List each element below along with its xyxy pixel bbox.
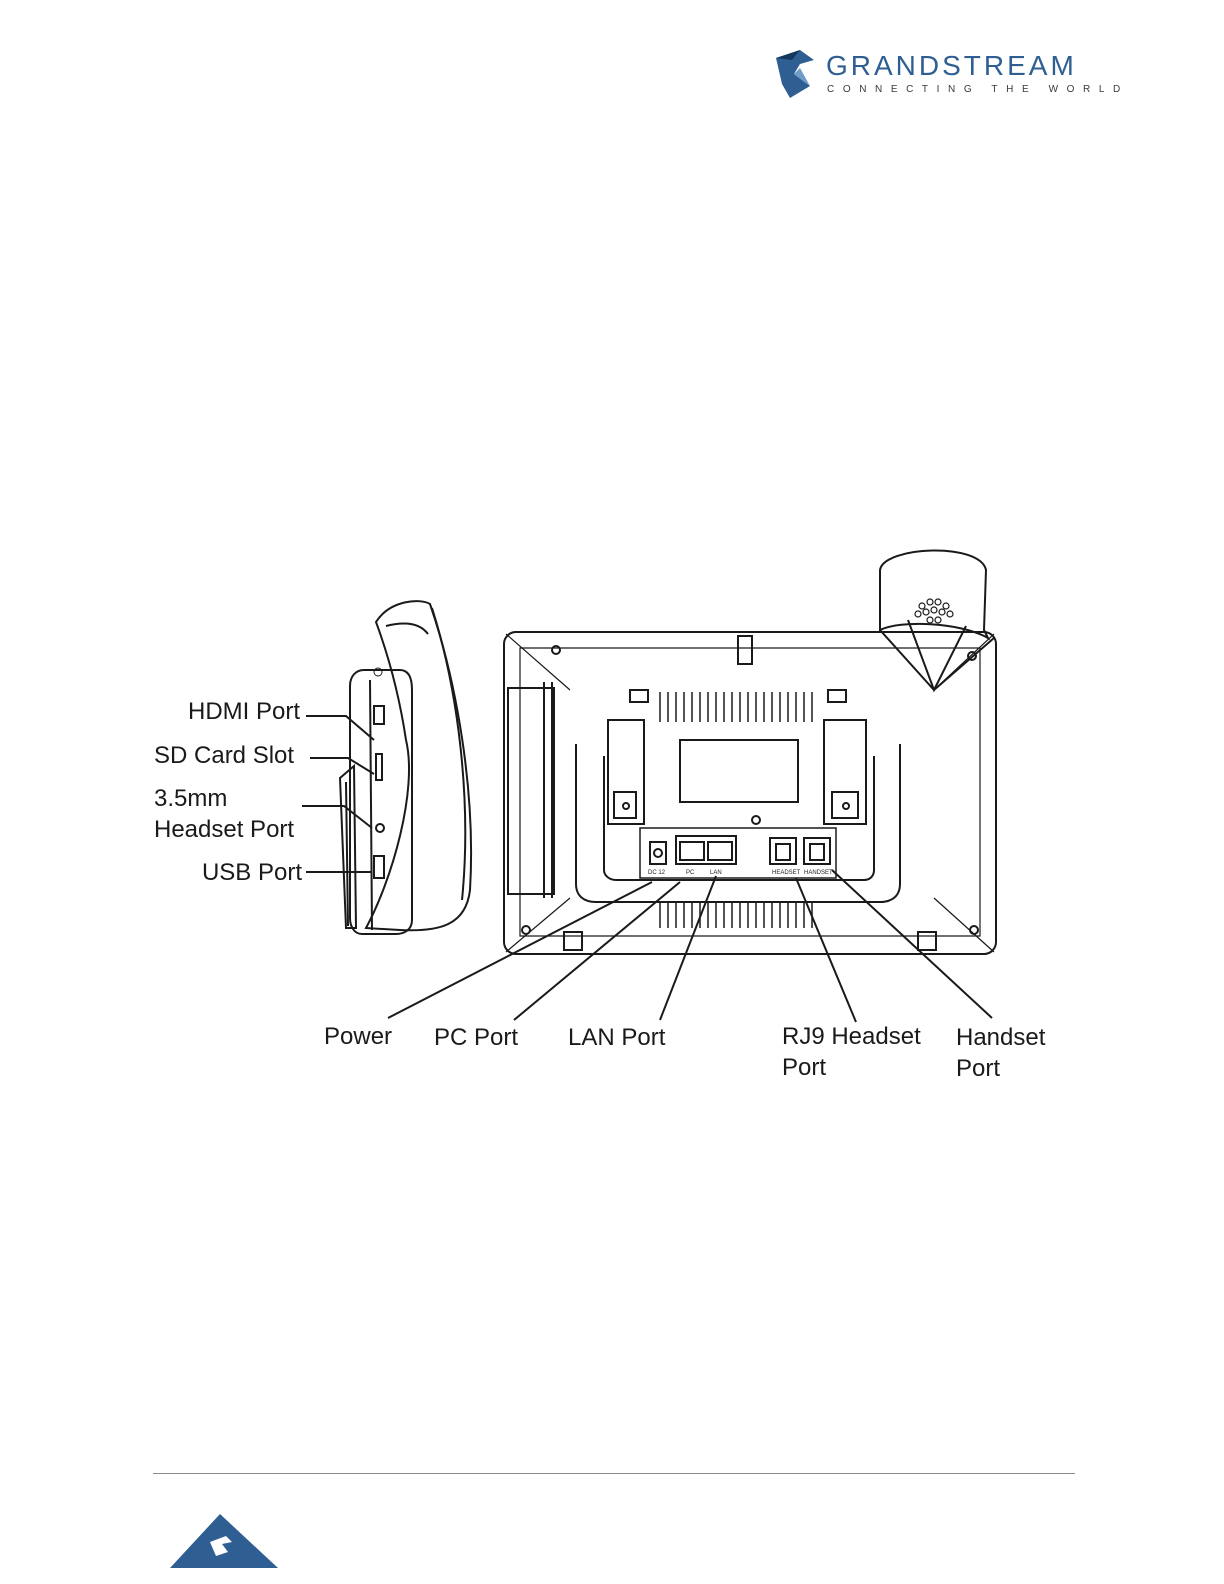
label-lan-port: LAN Port (568, 1024, 666, 1051)
label-power: Power (324, 1023, 392, 1050)
label-hdmi-port: HDMI Port (188, 698, 300, 725)
panel-markings: DC 12 PC LAN HEADSET HANDSET (648, 870, 833, 876)
leader-lines (302, 716, 992, 1022)
brand-name: GRANDSTREAM (826, 50, 1077, 82)
panel-marking-dc: DC 12 (648, 870, 666, 876)
label-handset-port: Port (956, 1055, 1000, 1082)
brand-tagline: CONNECTING THE WORLD (827, 84, 1129, 95)
panel-marking-pc: PC (686, 870, 695, 876)
grandstream-footer-triangle-icon (170, 1512, 278, 1568)
label-handset: Handset (956, 1024, 1046, 1051)
phone-side-view (340, 601, 471, 934)
panel-marking-handset: HANDSET (804, 870, 833, 876)
panel-marking-lan: LAN (710, 870, 722, 876)
power-jack-icon (650, 842, 666, 864)
side-view-labels: HDMI Port SD Card Slot 3.5mm Headset Por… (154, 698, 302, 886)
label-pc-port: PC Port (434, 1024, 518, 1051)
phone-ports-diagram: DC 12 PC LAN HEADSET HANDSET HDMI Port S… (0, 530, 1224, 1110)
back-view-labels: Power PC Port LAN Port RJ9 Headset Port … (324, 1023, 1046, 1082)
bottom-vent (660, 902, 812, 928)
phone-back-view (504, 550, 996, 954)
label-headset-port: Headset Port (154, 816, 294, 843)
label-usb-port: USB Port (202, 859, 302, 886)
top-vent (660, 692, 812, 722)
footer-divider (153, 1473, 1075, 1474)
label-rj9-port: Port (782, 1054, 826, 1081)
label-sd-card-slot: SD Card Slot (154, 742, 294, 769)
label-3-5mm: 3.5mm (154, 785, 227, 812)
label-rj9-headset: RJ9 Headset (782, 1023, 921, 1050)
panel-marking-headset: HEADSET (772, 870, 801, 876)
